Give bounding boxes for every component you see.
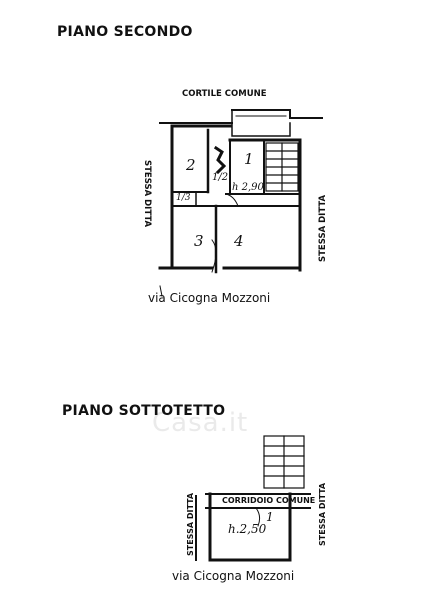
courtyard-label: CORTILE COMUNE xyxy=(182,89,267,99)
attic-left-side-label: STESSA DITTA xyxy=(186,492,195,556)
room-3-label: 3 xyxy=(194,232,204,250)
courtyard-wall xyxy=(159,109,323,124)
outer-wall-top xyxy=(170,124,302,142)
door-arc-1 xyxy=(225,193,239,207)
left-side-label: STESSA DITTA xyxy=(142,160,152,228)
right-side-label: STESSA DITTA xyxy=(318,194,328,262)
room-2-label: 2 xyxy=(186,156,196,174)
room-1-label: 1 xyxy=(244,150,254,168)
attic-door xyxy=(255,507,261,527)
street-marker xyxy=(159,285,163,297)
kitchen-fixture xyxy=(213,145,227,175)
height-label: h 2,90 xyxy=(232,182,264,193)
room-4-label: 4 xyxy=(234,232,244,250)
balcony xyxy=(231,109,291,137)
attic-street-label: via Cicogna Mozzoni xyxy=(172,569,295,583)
attic-height-label: h.2,50 xyxy=(228,522,267,536)
kitchen-label: 1/2 xyxy=(212,172,229,183)
stairs-second xyxy=(265,142,299,192)
attic-outer-wall xyxy=(208,492,292,562)
stairs-attic xyxy=(263,435,305,489)
attic-room-1-label: 1 xyxy=(266,510,274,524)
corridor-label: CORRIDOIO COMUNE xyxy=(222,496,316,505)
second-floor-title: PIANO SECONDO xyxy=(57,24,193,40)
attic-floor-title: PIANO SOTTOTETTO xyxy=(62,403,226,419)
second-street-label: via Cicogna Mozzoni xyxy=(148,291,271,305)
wall-mid-horizontal xyxy=(171,191,301,195)
bath-label: 1/3 xyxy=(176,193,191,203)
attic-right-side-label: STESSA DITTA xyxy=(318,482,327,546)
door-arc-2 xyxy=(211,239,217,273)
watermark-logo: Casa.it xyxy=(152,408,249,438)
